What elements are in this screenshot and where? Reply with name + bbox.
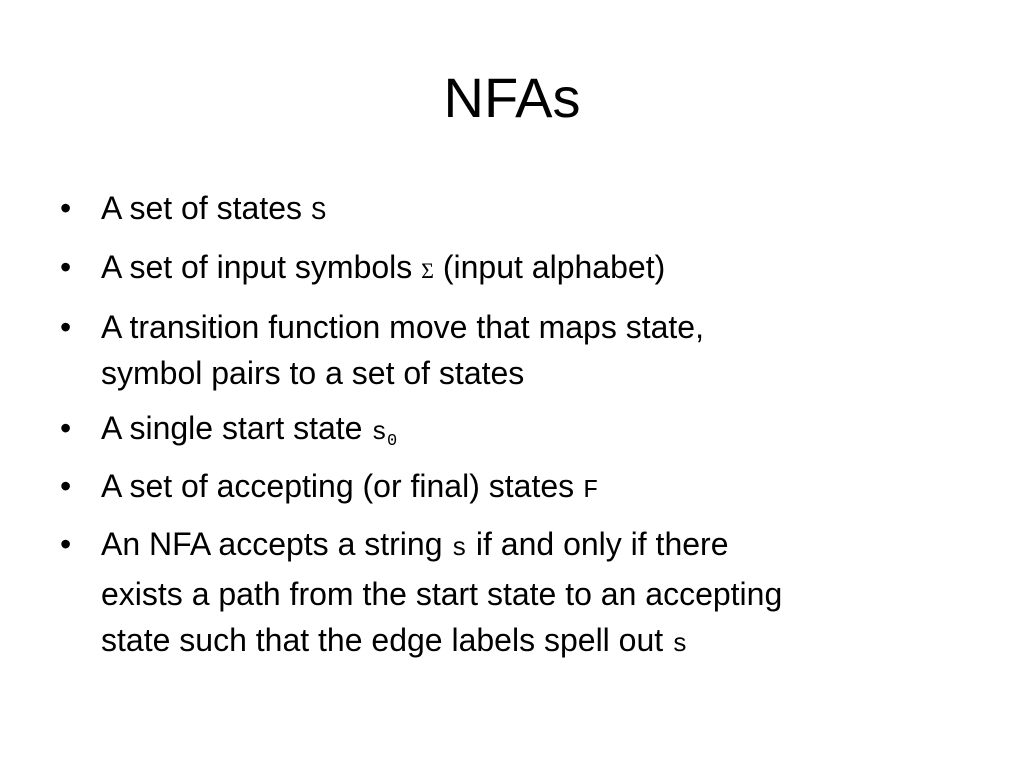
math-symbol: s	[451, 533, 467, 563]
bullet-text-part: A set of input symbols	[101, 249, 422, 285]
bullet-text-part: An NFA accepts a string	[101, 526, 452, 562]
bullet-text-part: state such that the edge labels spell ou…	[101, 622, 673, 658]
bullet-text-part: A set of accepting (or final) states	[101, 468, 584, 504]
math-symbol: s	[672, 629, 688, 659]
bullet-text: A set of accepting (or final) states F	[101, 463, 961, 513]
bullet-icon: •	[60, 190, 72, 226]
bullet-text: A transition function move that maps sta…	[101, 304, 961, 396]
bullet-text-part: (input alphabet)	[433, 249, 666, 285]
math-symbol: S	[310, 197, 327, 227]
bullet-text: An NFA accepts a string s if and only if…	[101, 521, 961, 667]
bullet-text-line: state such that the edge labels spell ou…	[101, 617, 961, 667]
bullet-text-line: symbol pairs to a set of states	[101, 355, 525, 391]
bullet-icon: •	[60, 526, 72, 562]
math-subscript: 0	[386, 432, 398, 451]
bullet-text-line: exists a path from the start state to an…	[101, 576, 783, 612]
bullet-icon: •	[60, 309, 72, 345]
slide-title: NFAs	[443, 66, 581, 129]
bullet-text: A single start state s0	[101, 405, 961, 465]
bullet-text: A set of states S	[101, 185, 961, 235]
bullet-icon: •	[60, 410, 72, 446]
bullet-icon: •	[60, 468, 72, 504]
bullet-text-part: A set of states	[101, 190, 311, 226]
bullet-text-line: A transition function move that maps sta…	[101, 309, 704, 345]
bullet-text: A set of input symbols Σ (input alphabet…	[101, 244, 961, 294]
bullet-icon: •	[60, 249, 72, 285]
bullet-text-line: An NFA accepts a string s if and only if…	[101, 521, 961, 571]
bullet-text-part: if and only if there	[467, 526, 729, 562]
math-symbol: s	[371, 417, 387, 447]
math-symbol: Σ	[421, 258, 434, 283]
math-symbol: F	[583, 475, 599, 505]
bullet-text-part: A single start state	[101, 410, 372, 446]
